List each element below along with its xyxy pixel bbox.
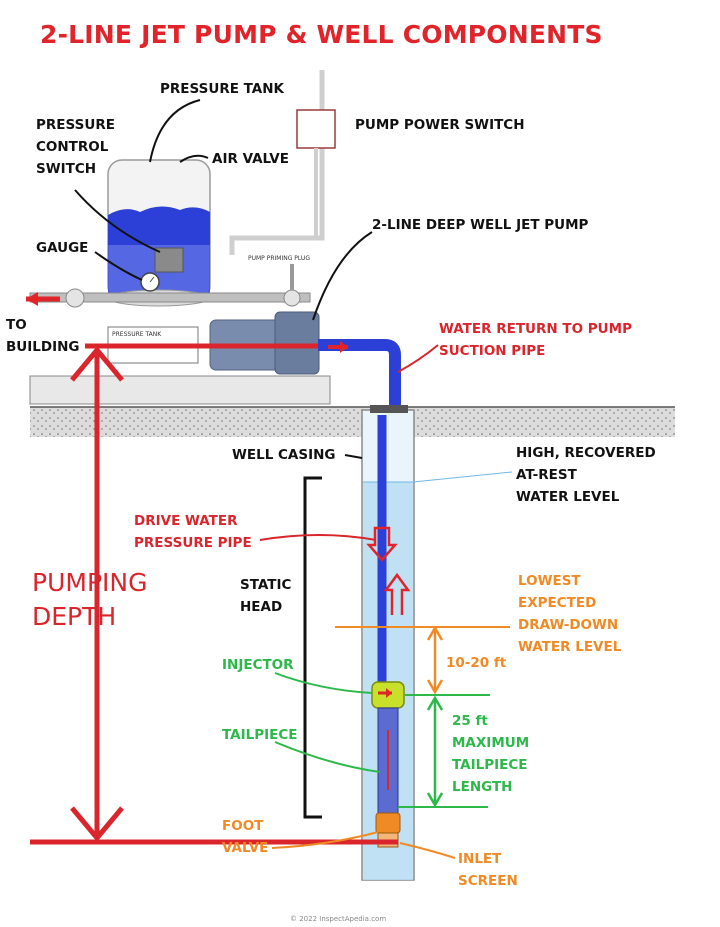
label-to-building: TO BUILDING bbox=[6, 317, 80, 355]
leader-injector bbox=[274, 672, 373, 694]
label-inlet-screen: INLET SCREEN bbox=[458, 851, 518, 889]
label-pressure-tank-small: PRESSURE TANK bbox=[112, 331, 162, 338]
return-flow-arrow bbox=[383, 572, 411, 615]
suction-pipe bbox=[318, 339, 401, 830]
leader-foot-valve bbox=[271, 831, 379, 849]
copyright-notice: © 2022 InspectApedia.com bbox=[290, 915, 387, 923]
floor-slab bbox=[29, 375, 331, 405]
leader-tailpiece bbox=[274, 741, 381, 773]
label-pressure-tank: PRESSURE TANK bbox=[160, 81, 284, 97]
drive-flow-arrow bbox=[366, 526, 398, 562]
label-injector: INJECTOR bbox=[222, 657, 294, 673]
diagram-title: 2-LINE JET PUMP & WELL COMPONENTS bbox=[40, 20, 603, 49]
label-static-head: STATIC HEAD bbox=[240, 577, 292, 615]
leader-water-return bbox=[397, 344, 439, 373]
jet-pump bbox=[209, 311, 320, 375]
label-jet-pump: 2-LINE DEEP WELL JET PUMP bbox=[372, 217, 589, 233]
leader-gauge bbox=[94, 251, 143, 281]
leader-drive-water bbox=[259, 534, 377, 541]
label-gauge: GAUGE bbox=[36, 240, 89, 256]
leader-jet-pump bbox=[312, 231, 373, 321]
label-lowest-level: LOWEST EXPECTED DRAW-DOWN WATER LEVEL bbox=[518, 573, 622, 655]
label-foot-valve: FOOT VALVE bbox=[222, 818, 269, 856]
label-priming-plug: PUMP PRIMING PLUG bbox=[248, 255, 310, 262]
label-pressure-control-switch: PRESSURE CONTROL SWITCH bbox=[36, 117, 115, 177]
leader-air-valve bbox=[179, 154, 209, 163]
label-high-water-level: HIGH, RECOVERED AT-REST WATER LEVEL bbox=[516, 445, 656, 505]
leader-inlet-screen bbox=[399, 842, 456, 859]
leader-pressure-switch bbox=[74, 189, 161, 253]
label-pump-power-switch: PUMP POWER SWITCH bbox=[355, 117, 525, 133]
label-water-return: WATER RETURN TO PUMP SUCTION PIPE bbox=[439, 321, 632, 359]
label-air-valve: AIR VALVE bbox=[212, 151, 289, 167]
label-max-tailpiece: 25 ft MAXIMUM TAILPIECE LENGTH bbox=[452, 713, 530, 795]
leader-well-casing bbox=[344, 454, 363, 459]
label-drive-water: DRIVE WATER PRESSURE PIPE bbox=[134, 513, 252, 551]
ground-surface bbox=[30, 407, 675, 437]
foot-valve bbox=[375, 812, 401, 834]
label-well-casing: WELL CASING bbox=[232, 447, 336, 463]
static-head-bracket bbox=[303, 476, 322, 819]
label-pumping-depth: PUMPING DEPTH bbox=[32, 568, 148, 631]
label-tailpiece: TAILPIECE bbox=[222, 727, 298, 743]
electrical-conduit bbox=[229, 70, 325, 255]
label-range-10-20: 10-20 ft bbox=[446, 655, 507, 671]
leader-pressure-tank bbox=[149, 99, 201, 163]
pump-power-switch bbox=[296, 109, 336, 149]
